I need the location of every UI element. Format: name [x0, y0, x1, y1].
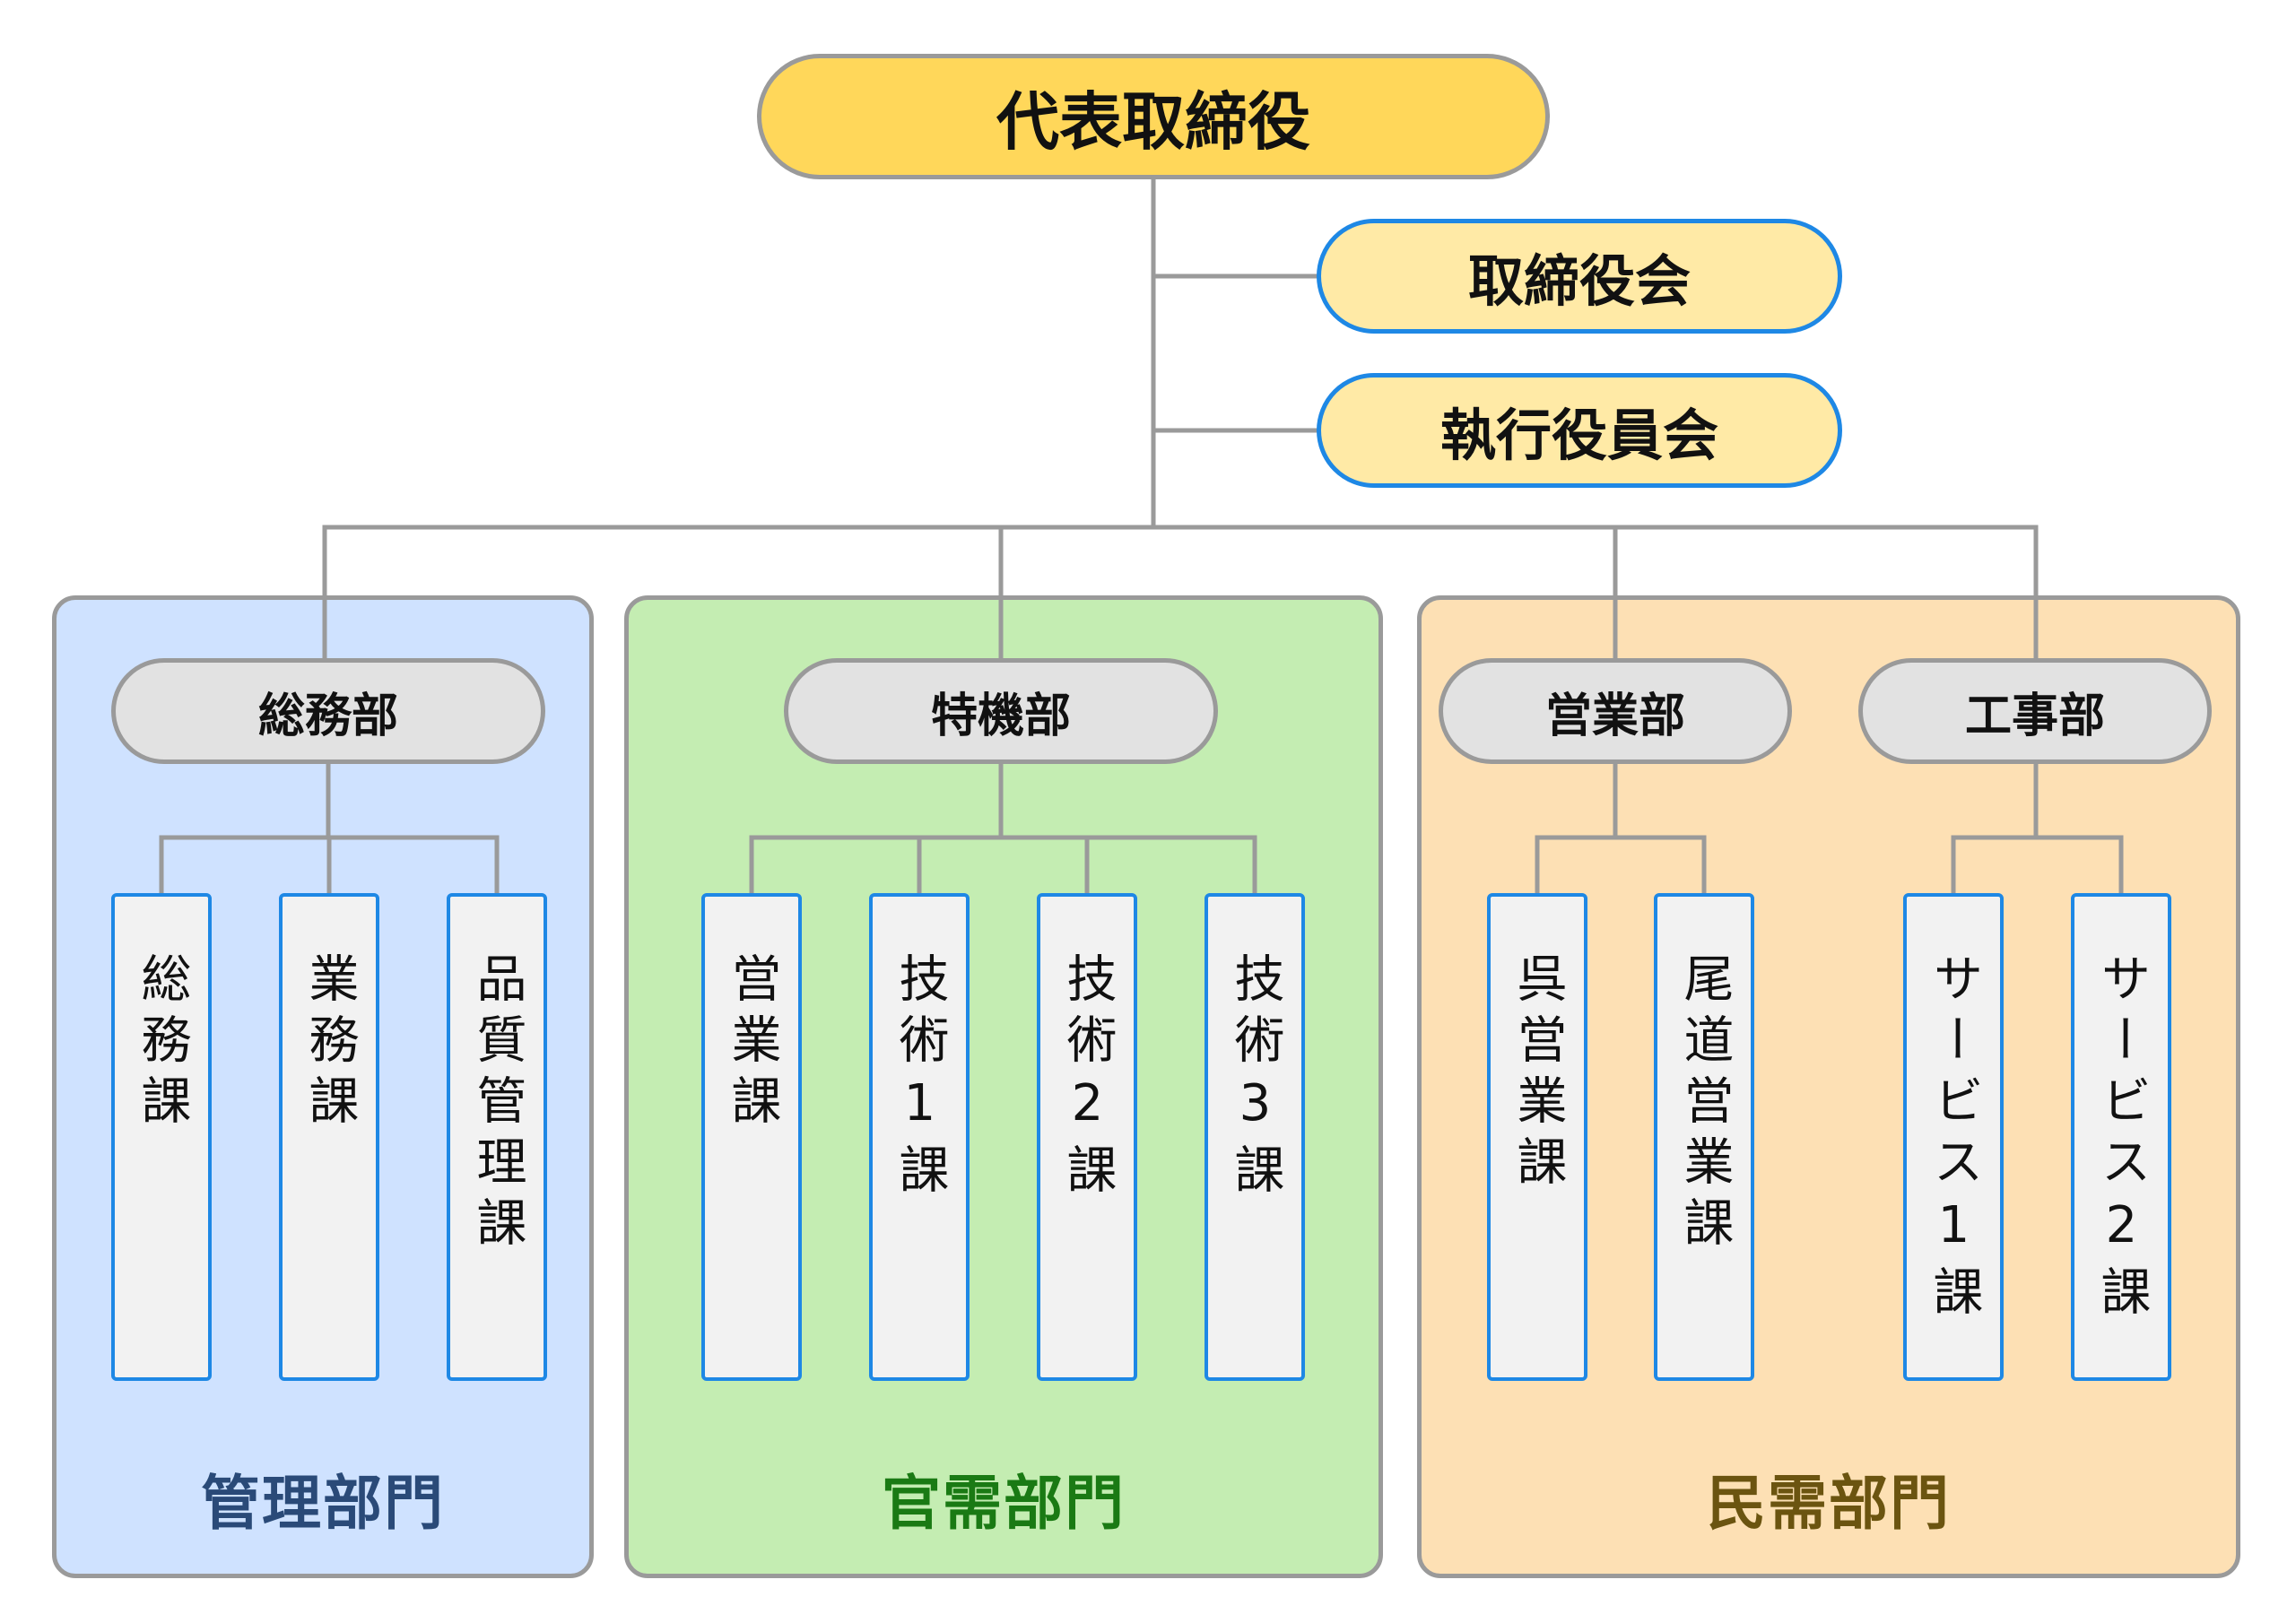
section-box-kure: 呉営業課	[1487, 893, 1587, 1381]
division-label: 民需部門	[1707, 1469, 1951, 1538]
section-box-service1: サービス1課	[1903, 893, 2004, 1381]
department-label: 営業部	[1544, 689, 1685, 743]
department-box-eigyou: 営業部	[1439, 658, 1792, 764]
section-label: サービス1課	[1925, 952, 1983, 1326]
ceo-box: 代表取締役	[757, 54, 1550, 179]
section-label: 総務課	[133, 952, 191, 1135]
section-label: 品質管理課	[468, 952, 526, 1257]
department-label: 特機部	[930, 689, 1071, 743]
section-label: 技術3課	[1226, 952, 1284, 1204]
section-box-gijutsu3: 技術3課	[1205, 893, 1305, 1381]
section-label: サービス2課	[2092, 952, 2151, 1326]
section-label: 技術2課	[1058, 952, 1117, 1204]
council-label: 取締役会	[1467, 248, 1691, 314]
ceo-label: 代表取締役	[996, 84, 1310, 159]
section-label: 業務課	[300, 952, 359, 1135]
council-box-board: 取締役会	[1317, 219, 1842, 334]
section-box-onomichi: 尾道営業課	[1654, 893, 1754, 1381]
section-label: 呉営業課	[1509, 952, 1567, 1196]
section-box-soumuka: 総務課	[111, 893, 212, 1381]
section-box-gyoumuka: 業務課	[279, 893, 379, 1381]
division-label: 官需部門	[882, 1469, 1126, 1538]
section-box-eigyouka: 営業課	[701, 893, 802, 1381]
council-box-executive: 執行役員会	[1317, 373, 1842, 488]
section-label: 営業課	[723, 952, 781, 1135]
department-box-tokki: 特機部	[784, 658, 1218, 764]
department-box-soumu: 総務部	[111, 658, 545, 764]
department-box-kouji: 工事部	[1858, 658, 2212, 764]
section-box-hinshitsu: 品質管理課	[447, 893, 547, 1381]
department-label: 総務部	[257, 689, 398, 743]
section-box-gijutsu2: 技術2課	[1037, 893, 1137, 1381]
section-label: 技術1課	[891, 952, 949, 1204]
section-box-gijutsu1: 技術1課	[869, 893, 970, 1381]
section-label: 尾道営業課	[1675, 952, 1734, 1257]
section-box-service2: サービス2課	[2071, 893, 2171, 1381]
council-label: 執行役員会	[1439, 403, 1718, 468]
division-label: 管理部門	[201, 1469, 445, 1538]
department-label: 工事部	[1964, 689, 2105, 743]
